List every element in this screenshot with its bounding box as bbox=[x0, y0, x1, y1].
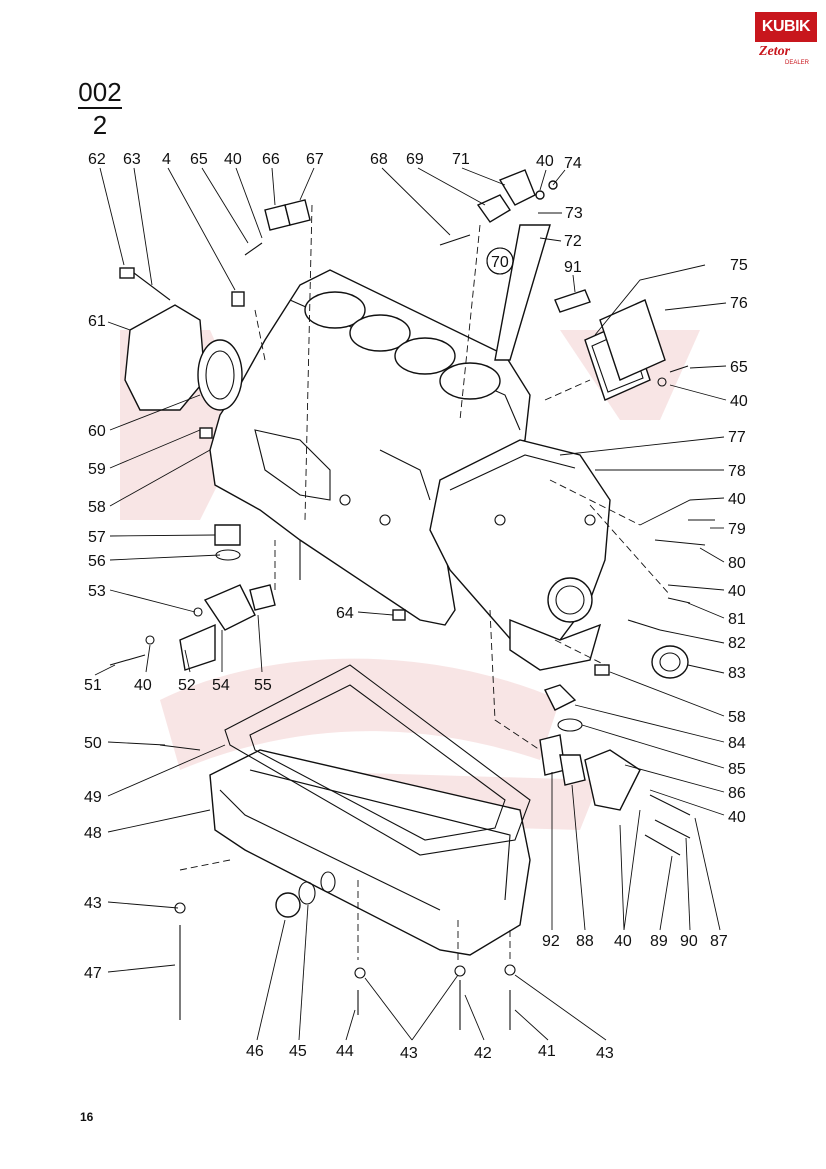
section-numerator: 002 bbox=[78, 77, 122, 109]
logo-sub: Zetor bbox=[759, 44, 791, 59]
callout-40: 40 bbox=[730, 393, 748, 410]
callout-70: 70 bbox=[491, 254, 509, 271]
callout-65: 65 bbox=[730, 359, 748, 376]
oil-pan-gasket bbox=[224, 664, 531, 856]
callout-53: 53 bbox=[88, 583, 106, 600]
callout-88: 88 bbox=[576, 933, 594, 950]
callout-63: 63 bbox=[123, 151, 141, 168]
callout-45: 45 bbox=[289, 1043, 307, 1060]
cylinder-block bbox=[209, 269, 531, 626]
callout-64: 64 bbox=[336, 605, 354, 622]
callout-40: 40 bbox=[536, 153, 554, 170]
rear-seal-housing bbox=[124, 304, 243, 411]
callout-67: 67 bbox=[306, 151, 324, 168]
callout-89: 89 bbox=[650, 933, 668, 950]
oil-pan bbox=[209, 749, 531, 956]
callout-4: 4 bbox=[162, 151, 171, 168]
callout-40: 40 bbox=[224, 151, 242, 168]
logo-brand: KUBIK bbox=[755, 12, 817, 42]
callout-85: 85 bbox=[728, 761, 746, 778]
callout-50: 50 bbox=[84, 735, 102, 752]
assembly-lines bbox=[179, 204, 671, 960]
callout-68: 68 bbox=[370, 151, 388, 168]
section-denominator: 2 bbox=[92, 110, 108, 140]
page-number: 16 bbox=[80, 1110, 94, 1124]
kubik-zetor-logo: KUBIK Zetor DEALER bbox=[755, 12, 817, 70]
callout-79: 79 bbox=[728, 521, 746, 538]
callout-75: 75 bbox=[730, 257, 748, 274]
callout-65: 65 bbox=[190, 151, 208, 168]
callout-66: 66 bbox=[262, 151, 280, 168]
callout-71: 71 bbox=[452, 151, 470, 168]
callout-87: 87 bbox=[710, 933, 728, 950]
callout-74: 74 bbox=[564, 155, 582, 172]
callout-43: 43 bbox=[400, 1045, 418, 1062]
callout-76: 76 bbox=[730, 295, 748, 312]
callout-58: 58 bbox=[728, 709, 746, 726]
callout-52: 52 bbox=[178, 677, 196, 694]
callout-83: 83 bbox=[728, 665, 746, 682]
callout-82: 82 bbox=[728, 635, 746, 652]
callout-labels: 62 63 4 65 40 66 67 68 69 71 40 74 73 72… bbox=[84, 151, 748, 1062]
callout-58: 58 bbox=[88, 499, 106, 516]
section-number: 002 2 bbox=[78, 78, 122, 139]
callout-40: 40 bbox=[134, 677, 152, 694]
callout-40: 40 bbox=[728, 491, 746, 508]
callout-55: 55 bbox=[254, 677, 272, 694]
callout-61: 61 bbox=[88, 313, 106, 330]
callout-42: 42 bbox=[474, 1045, 492, 1062]
callout-92: 92 bbox=[542, 933, 560, 950]
callout-72: 72 bbox=[564, 233, 582, 250]
callout-84: 84 bbox=[728, 735, 746, 752]
callout-43: 43 bbox=[84, 895, 102, 912]
callout-73: 73 bbox=[565, 205, 583, 222]
callout-54: 54 bbox=[212, 677, 230, 694]
callout-57: 57 bbox=[88, 529, 106, 546]
callout-40: 40 bbox=[728, 583, 746, 600]
small-parts bbox=[109, 169, 715, 1030]
callout-62: 62 bbox=[88, 151, 106, 168]
callout-51: 51 bbox=[84, 677, 102, 694]
callout-77: 77 bbox=[728, 429, 746, 446]
callout-90: 90 bbox=[680, 933, 698, 950]
callout-60: 60 bbox=[88, 423, 106, 440]
callout-81: 81 bbox=[728, 611, 746, 628]
callout-91: 91 bbox=[564, 259, 582, 276]
callout-69: 69 bbox=[406, 151, 424, 168]
callout-41: 41 bbox=[538, 1043, 556, 1060]
callout-40: 40 bbox=[614, 933, 632, 950]
leader-lines bbox=[94, 167, 727, 1041]
callout-78: 78 bbox=[728, 463, 746, 480]
callout-46: 46 bbox=[246, 1043, 264, 1060]
callout-86: 86 bbox=[728, 785, 746, 802]
callout-44: 44 bbox=[336, 1043, 354, 1060]
callout-43: 43 bbox=[596, 1045, 614, 1062]
callout-56: 56 bbox=[88, 553, 106, 570]
callout-59: 59 bbox=[88, 461, 106, 478]
logo-dealer: DEALER bbox=[785, 60, 810, 66]
callout-48: 48 bbox=[84, 825, 102, 842]
callout-40: 40 bbox=[728, 809, 746, 826]
timing-cover bbox=[429, 439, 611, 671]
callout-49: 49 bbox=[84, 789, 102, 806]
callout-47: 47 bbox=[84, 965, 102, 982]
callout-80: 80 bbox=[728, 555, 746, 572]
callout-70-circle bbox=[486, 247, 514, 275]
